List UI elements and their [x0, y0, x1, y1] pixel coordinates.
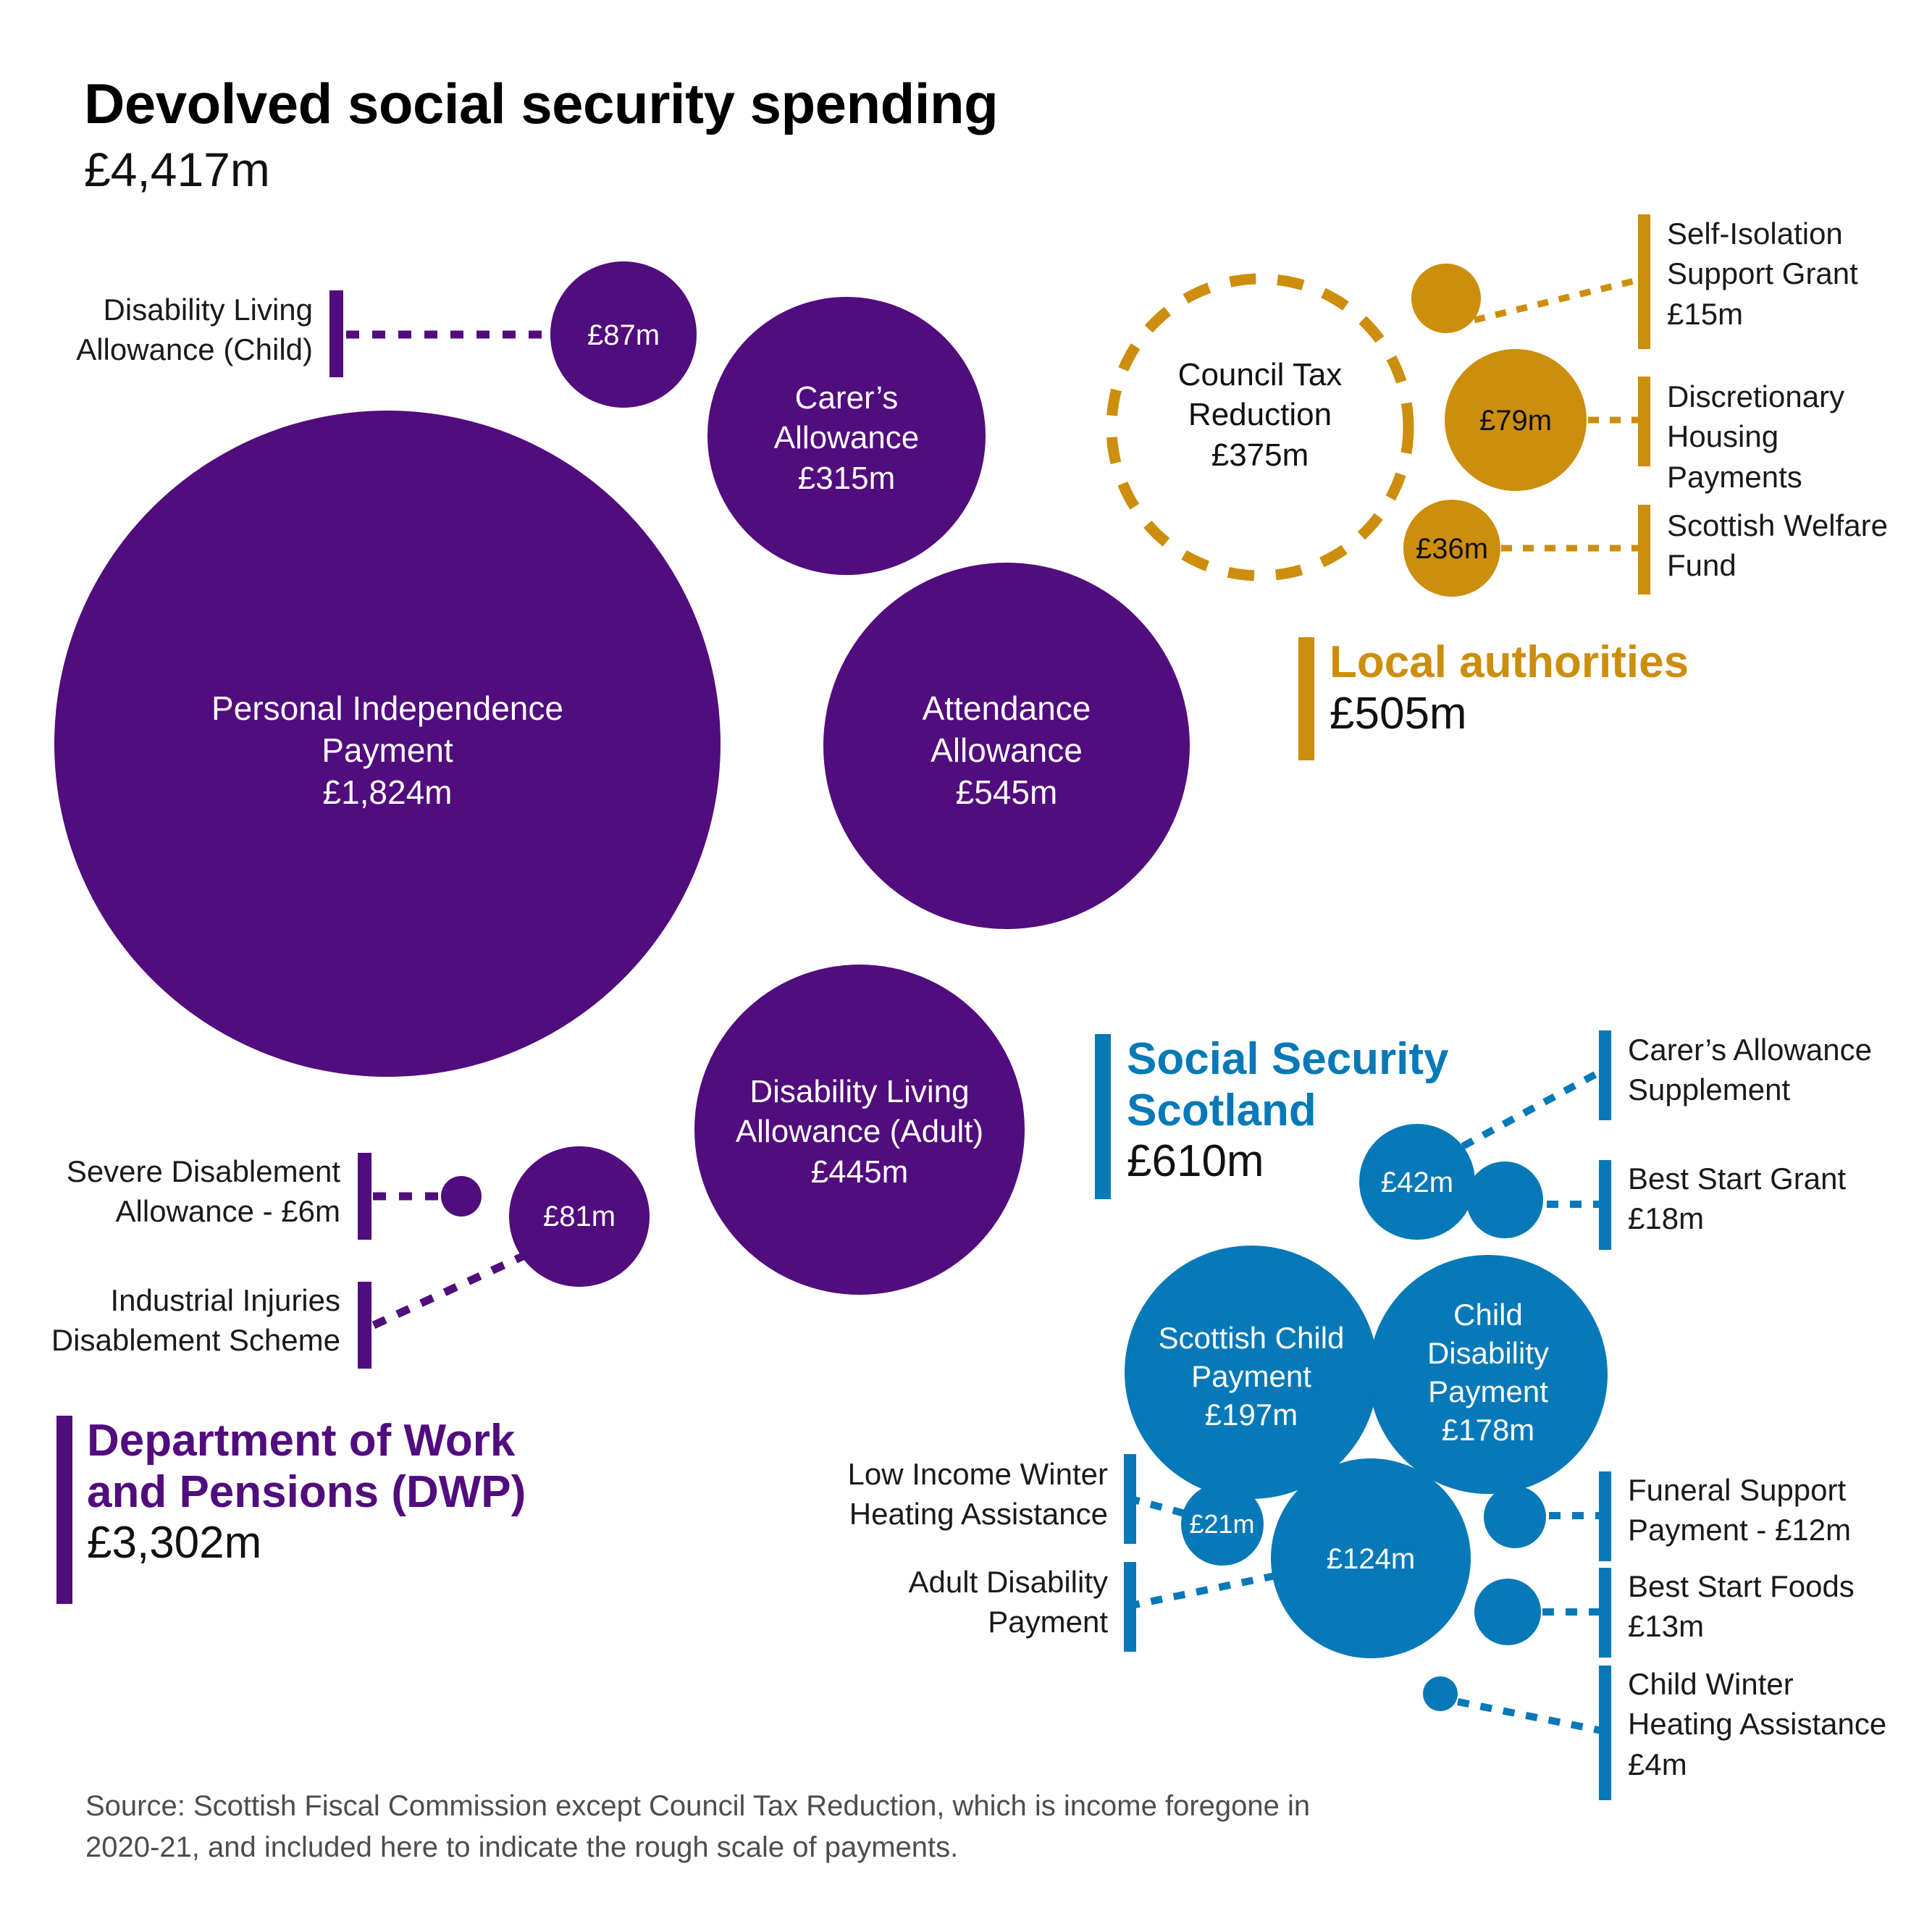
group-heading-local-authorities-title: Local authorities	[1330, 637, 1689, 687]
tick-bar-adult-disability	[1124, 1562, 1136, 1652]
bubble-severe-disablement-allowance[interactable]	[441, 1176, 482, 1217]
group-heading-social-security-scotland: Social Security Scotland £610m	[1127, 1034, 1449, 1188]
tick-bar-social-security-scotland-heading	[1095, 1034, 1111, 1199]
bubble-carers-allowance[interactable]	[707, 297, 986, 575]
label-discretionary-housing-payments: Discretionary Housing Payments	[1667, 379, 1845, 494]
tick-bar-low-income-winter	[1124, 1454, 1136, 1544]
group-heading-sss-title-line2: Scotland	[1127, 1085, 1316, 1135]
group-heading-sss-title-line1: Social Security	[1127, 1034, 1449, 1084]
tick-bar-severe-disablement	[358, 1153, 371, 1240]
bubble-discretionary-housing-payments[interactable]	[1445, 349, 1587, 491]
tick-bar-best-start-foods	[1599, 1568, 1611, 1658]
tick-bar-industrial-injuries	[358, 1282, 371, 1369]
tick-bar-best-start-grant	[1599, 1160, 1611, 1250]
source-note: Source: Scottish Fiscal Commission excep…	[85, 1790, 1311, 1863]
label-child-winter-heating-assistance: Child Winter Heating Assistance £4m	[1628, 1667, 1887, 1781]
bubble-funeral-support-payment[interactable]	[1484, 1486, 1546, 1548]
tick-bar-child-winter	[1599, 1666, 1611, 1800]
leader-line-child-winter	[1457, 1698, 1603, 1734]
tick-bar-scottish-welfare-fund	[1638, 505, 1650, 595]
tick-bar-carers-allowance-supplement	[1599, 1030, 1611, 1120]
group-heading-dwp-title-line1: Department of Work	[87, 1416, 516, 1466]
tick-bar-dwp-heading	[56, 1416, 72, 1604]
bubble-scottish-welfare-fund[interactable]	[1403, 500, 1500, 597]
bubble-personal-independence-payment[interactable]	[54, 411, 721, 1077]
bubble-child-winter-heating-assistance[interactable]	[1423, 1676, 1458, 1711]
tick-bar-discretionary-housing	[1638, 377, 1650, 466]
tick-bar-funeral-support	[1599, 1471, 1611, 1561]
label-scottish-welfare-fund: Scottish Welfare Fund	[1667, 508, 1889, 583]
leader-line-low-income-winter	[1127, 1495, 1186, 1517]
group-heading-dwp-title-line2: and Pensions (DWP)	[87, 1466, 526, 1517]
label-disability-living-allowance-child: Disability Living Allowance (Child)	[76, 293, 313, 367]
bubble-adult-disability-payment[interactable]	[1271, 1458, 1471, 1658]
bubble-disability-living-allowance-child[interactable]	[550, 261, 697, 408]
leader-line-industrial-injuries	[371, 1251, 528, 1329]
bubble-industrial-injuries-disablement-scheme[interactable]	[509, 1146, 650, 1287]
label-low-income-winter-heating-assistance: Low Income Winter Heating Assistance	[847, 1457, 1108, 1532]
bubble-attendance-allowance[interactable]	[823, 563, 1190, 929]
group-heading-sss-total: £610m	[1127, 1136, 1264, 1187]
label-carers-allowance-supplement: Carer’s Allowance Supplement	[1628, 1033, 1872, 1107]
label-best-start-foods: Best Start Foods £13m	[1628, 1569, 1855, 1644]
tick-bar-local-authorities-heading	[1298, 637, 1314, 760]
bubble-scottish-child-payment[interactable]	[1125, 1246, 1378, 1499]
label-severe-disablement-allowance: Severe Disablement Allowance - £6m	[66, 1154, 340, 1229]
leader-line-self-isolation	[1473, 276, 1642, 324]
label-best-start-grant: Best Start Grant £18m	[1628, 1162, 1847, 1236]
group-heading-dwp: Department of Work and Pensions (DWP) £3…	[87, 1416, 526, 1569]
bubble-best-start-foods[interactable]	[1474, 1579, 1541, 1645]
label-adult-disability-payment: Adult Disability Payment	[908, 1565, 1108, 1639]
label-self-isolation-support-grant: Self-Isolation Support Grant £15m	[1667, 217, 1858, 331]
bubble-council-tax-reduction[interactable]	[1106, 273, 1414, 581]
group-heading-dwp-total: £3,302m	[87, 1518, 262, 1568]
group-heading-local-authorities-total: £505m	[1330, 688, 1467, 739]
bubble-self-isolation-support-grant[interactable]	[1411, 264, 1481, 333]
page-title: Devolved social security spending	[84, 72, 999, 135]
label-industrial-injuries-disablement-scheme: Industrial Injuries Disablement Scheme	[51, 1283, 340, 1358]
bubble-low-income-winter-heating-assistance[interactable]	[1181, 1483, 1264, 1566]
label-funeral-support-payment: Funeral Support Payment - £12m	[1628, 1473, 1852, 1547]
page-total: £4,417m	[84, 143, 270, 196]
leader-line-carers-allowance-supplement	[1461, 1068, 1603, 1150]
bubble-child-disability-payment[interactable]	[1369, 1255, 1608, 1494]
bubble-best-start-grant[interactable]	[1466, 1162, 1543, 1238]
tick-bar-dla-child	[329, 290, 343, 377]
tick-bar-self-isolation	[1638, 214, 1650, 349]
bubble-carers-allowance-supplement[interactable]	[1359, 1124, 1475, 1240]
leader-line-adult-disability	[1127, 1568, 1298, 1610]
bubble-disability-living-allowance-adult[interactable]	[694, 965, 1025, 1295]
group-heading-local-authorities: Local authorities £505m	[1330, 637, 1689, 739]
